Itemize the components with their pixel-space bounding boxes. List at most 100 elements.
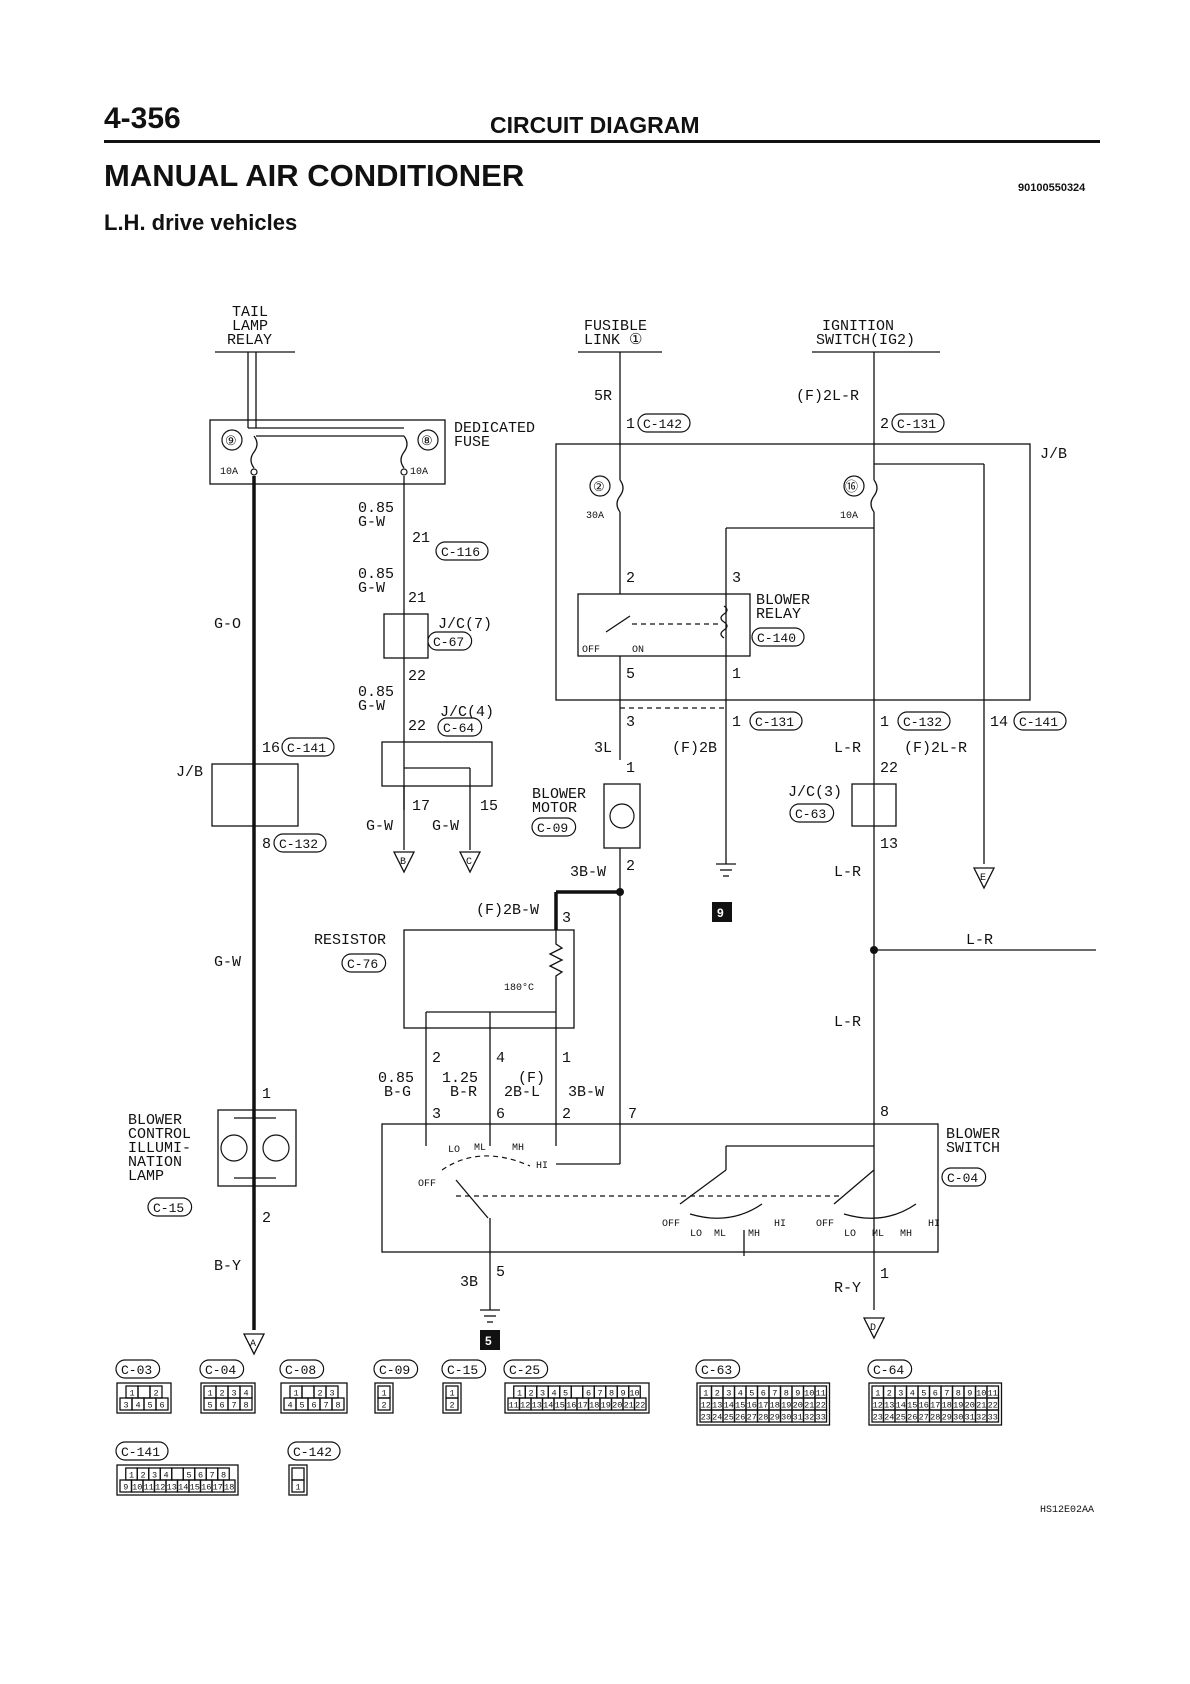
svg-text:180°C: 180°C — [504, 982, 534, 994]
svg-text:C-140: C-140 — [757, 631, 796, 646]
connector-tag-c09: C-09 — [531, 817, 577, 837]
svg-text:OFF: OFF — [662, 1219, 680, 1230]
svg-text:7: 7 — [209, 1471, 214, 1481]
svg-text:6: 6 — [761, 1389, 766, 1399]
svg-text:G-W: G-W — [358, 514, 385, 531]
svg-text:16: 16 — [201, 1483, 211, 1493]
connector-tag-c142: C-142 — [637, 413, 691, 433]
svg-text:8: 8 — [243, 1401, 248, 1411]
svg-text:5: 5 — [207, 1401, 212, 1411]
svg-text:6: 6 — [198, 1471, 203, 1481]
svg-text:J/C(3): J/C(3) — [788, 784, 842, 801]
svg-text:2: 2 — [432, 1050, 441, 1067]
svg-text:13: 13 — [880, 836, 898, 853]
svg-text:8: 8 — [221, 1471, 226, 1481]
svg-text:5: 5 — [749, 1389, 754, 1399]
svg-text:ML: ML — [474, 1143, 486, 1154]
svg-text:7: 7 — [772, 1389, 777, 1399]
svg-text:LO: LO — [448, 1145, 460, 1156]
page-number: 4-356 — [104, 102, 181, 135]
svg-text:1: 1 — [562, 1050, 571, 1067]
svg-text:C-03: C-03 — [121, 1363, 152, 1378]
svg-text:LO: LO — [690, 1229, 702, 1240]
connector-tag-c67: C-67 — [427, 631, 473, 651]
svg-text:G-O: G-O — [214, 616, 241, 633]
svg-text:2: 2 — [219, 1389, 224, 1399]
document-id: 90100550324 — [1018, 182, 1086, 194]
svg-text:C-64: C-64 — [443, 721, 474, 736]
svg-text:15: 15 — [735, 1401, 745, 1411]
svg-text:4: 4 — [910, 1389, 915, 1399]
page-title: MANUAL AIR CONDITIONER — [104, 158, 525, 193]
svg-text:RELAY: RELAY — [756, 606, 801, 623]
svg-text:11: 11 — [144, 1483, 154, 1493]
svg-text:C-131: C-131 — [897, 417, 936, 432]
svg-text:C-116: C-116 — [441, 545, 480, 560]
svg-text:DEDICATED: DEDICATED — [454, 420, 535, 437]
svg-text:LAMP: LAMP — [128, 1168, 164, 1185]
svg-text:L-R: L-R — [966, 932, 993, 949]
svg-text:26: 26 — [735, 1413, 745, 1423]
svg-text:29: 29 — [770, 1413, 780, 1423]
svg-text:3B: 3B — [460, 1274, 478, 1291]
svg-text:C-132: C-132 — [279, 837, 318, 852]
svg-text:1: 1 — [381, 1389, 386, 1399]
svg-text:C-141: C-141 — [121, 1445, 160, 1460]
section-title: CIRCUIT DIAGRAM — [490, 112, 700, 138]
connector-tag-c131: C-131 — [891, 413, 945, 433]
svg-text:MH: MH — [748, 1229, 760, 1240]
svg-text:2: 2 — [140, 1471, 145, 1481]
svg-text:22: 22 — [408, 718, 426, 735]
ground-5-marker — [480, 1330, 500, 1350]
svg-text:33: 33 — [988, 1413, 998, 1423]
svg-text:C-76: C-76 — [347, 957, 378, 972]
svg-text:MH: MH — [900, 1229, 912, 1240]
svg-text:ML: ML — [714, 1229, 726, 1240]
svg-text:1: 1 — [875, 1389, 880, 1399]
svg-text:25: 25 — [896, 1413, 906, 1423]
svg-text:10A: 10A — [840, 511, 858, 522]
svg-text:4: 4 — [287, 1401, 292, 1411]
svg-text:24: 24 — [884, 1413, 894, 1423]
svg-text:6: 6 — [311, 1401, 316, 1411]
svg-text:ML: ML — [872, 1229, 884, 1240]
svg-text:1: 1 — [295, 1483, 300, 1493]
svg-text:(F)2B: (F)2B — [672, 740, 717, 757]
svg-text:1: 1 — [262, 1086, 271, 1103]
svg-text:B-R: B-R — [450, 1084, 477, 1101]
svg-text:CONTROL: CONTROL — [128, 1126, 191, 1143]
svg-text:8: 8 — [262, 836, 271, 853]
svg-text:2B-L: 2B-L — [504, 1084, 540, 1101]
svg-text:10: 10 — [804, 1389, 814, 1399]
svg-text:G-W: G-W — [366, 818, 393, 835]
svg-text:17: 17 — [930, 1401, 940, 1411]
svg-text:12: 12 — [520, 1401, 530, 1411]
svg-text:4: 4 — [163, 1471, 168, 1481]
svg-text:LO: LO — [844, 1229, 856, 1240]
svg-text:A: A — [250, 1339, 256, 1350]
svg-text:5: 5 — [485, 1334, 492, 1348]
svg-text:SWITCH: SWITCH — [946, 1140, 1000, 1157]
svg-text:22: 22 — [635, 1401, 645, 1411]
svg-text:G-W: G-W — [358, 698, 385, 715]
junction-block: J/B — [555, 443, 1067, 701]
svg-text:17: 17 — [412, 798, 430, 815]
svg-text:LINK ①: LINK ① — [584, 332, 642, 349]
svg-text:21: 21 — [624, 1401, 634, 1411]
svg-text:14: 14 — [990, 714, 1008, 731]
svg-text:1: 1 — [626, 416, 635, 433]
svg-text:FUSE: FUSE — [454, 434, 490, 451]
svg-text:7: 7 — [628, 1106, 637, 1123]
svg-text:5R: 5R — [594, 388, 612, 405]
svg-text:17: 17 — [758, 1401, 768, 1411]
svg-text:17: 17 — [578, 1401, 588, 1411]
svg-text:IGNITION: IGNITION — [822, 318, 894, 335]
svg-text:18: 18 — [770, 1401, 780, 1411]
